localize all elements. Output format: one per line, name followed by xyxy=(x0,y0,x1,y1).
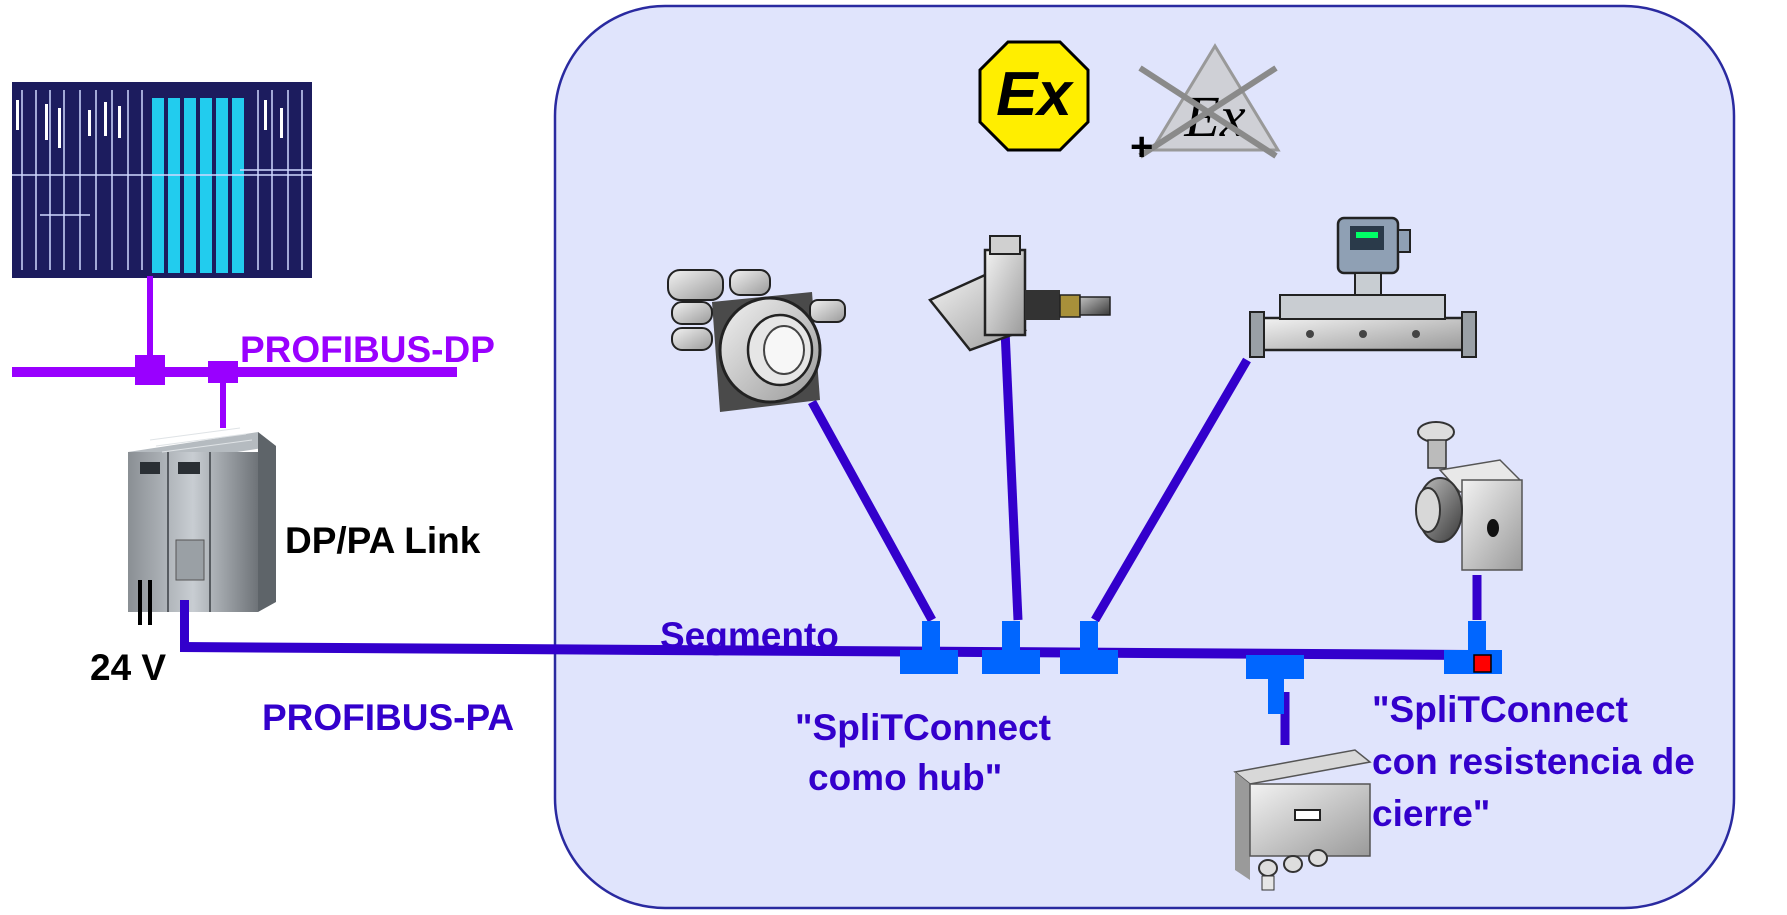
profibus-pa-label: PROFIBUS-PA xyxy=(262,697,514,738)
spur-lines xyxy=(808,329,1482,745)
splitconnect-tee-1 xyxy=(900,621,958,674)
splitconnect-term-label-line2: con resistencia de xyxy=(1372,741,1695,782)
splitconnect-term-label-line1: "SpliTConnect xyxy=(1372,689,1628,730)
dp-pa-link-module-icon xyxy=(128,427,276,625)
positioner-device-icon xyxy=(667,269,846,412)
segmento-label: Segmento xyxy=(660,615,839,656)
svg-text:Ex: Ex xyxy=(996,60,1074,129)
splitconnect-hub-label-line2: como hub" xyxy=(808,757,1002,798)
hazardous-area-zone xyxy=(553,4,1736,910)
profibus-dp-label: PROFIBUS-DP xyxy=(240,329,495,370)
ex-crossed-triangle-icon: Ex xyxy=(1138,43,1281,159)
splitconnect-terminator xyxy=(1444,621,1502,674)
terminating-resistor-icon xyxy=(1473,654,1492,673)
vortex-meter-device-icon xyxy=(1415,421,1523,571)
splitconnect-tee-4 xyxy=(1246,655,1304,714)
dp-pa-link-label: DP/PA Link xyxy=(285,520,481,561)
splitconnect-tee-3 xyxy=(1060,621,1118,674)
splitconnect-hub-label-line1: "SpliTConnect xyxy=(795,707,1051,748)
automation-system-rack-icon xyxy=(12,82,312,278)
splitconnect-tee-2 xyxy=(982,621,1040,674)
level-sensor-device-icon xyxy=(928,235,1111,352)
splitconnect-couplers xyxy=(900,621,1502,714)
ex-badge-icon: Ex xyxy=(978,40,1090,152)
splitconnect-term-label-line3: cierre" xyxy=(1372,793,1490,834)
plus-sign: + xyxy=(1130,125,1153,169)
junction-box-device-icon xyxy=(1233,749,1372,891)
flow-meter-device-icon xyxy=(1249,216,1477,358)
voltage-label: 24 V xyxy=(90,647,166,688)
profibus-dp-bus xyxy=(12,276,457,428)
profibus-pa-bus xyxy=(180,600,1470,660)
